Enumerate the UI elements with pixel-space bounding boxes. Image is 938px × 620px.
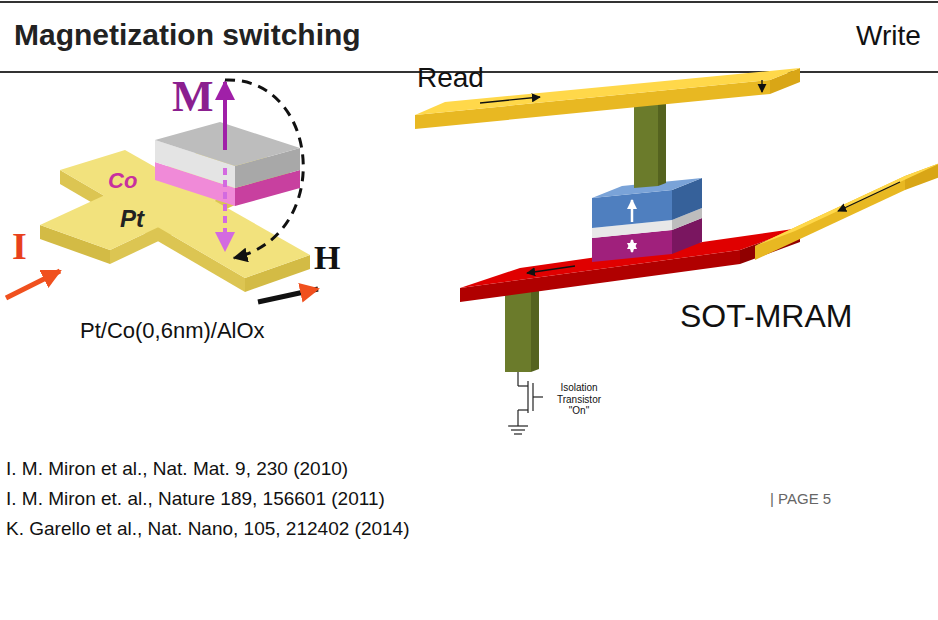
alox-layer-top [155, 122, 300, 166]
layer-label: Pt [120, 205, 144, 233]
wire [517, 410, 518, 426]
switching-arc [225, 80, 303, 258]
field-arrow [258, 289, 318, 302]
m-down-arrow [223, 168, 227, 250]
reference: I. M. Miron et. al., Nature 189, 156601 … [6, 488, 385, 510]
stack-caption: Pt/Co(0,6nm)/AlOx [80, 318, 265, 343]
transistor-label: Isolation Transistor "On" [550, 382, 608, 417]
reference: K. Garello et al., Nat. Nano, 105, 21240… [6, 518, 409, 540]
m-up-arrow [223, 82, 227, 150]
wire [517, 372, 518, 386]
fixed-moment-arrow [631, 200, 634, 222]
current-symbol: I [12, 225, 27, 269]
ground-line [511, 429, 525, 430]
current-arrow [761, 80, 762, 92]
channel-line [527, 381, 528, 413]
current-arrow [527, 266, 575, 273]
sot-track-top [460, 228, 800, 288]
write-line-top [755, 161, 938, 246]
device-label: SOT-MRAM [680, 298, 852, 335]
reference: I. M. Miron et al., Nat. Mat. 9, 230 (20… [6, 458, 348, 480]
ground-line [514, 433, 522, 434]
wire [518, 409, 528, 410]
field-symbol: H [314, 238, 340, 277]
page-number: | PAGE 5 [770, 490, 831, 507]
wire [518, 385, 528, 386]
current-arrow [838, 182, 900, 211]
top-rule [0, 1, 938, 3]
transistor-symbol [508, 372, 543, 434]
magnetization-symbol: M [172, 72, 214, 123]
current-arrow [480, 97, 540, 103]
via-pillar [658, 97, 666, 186]
ground-line [508, 425, 528, 426]
via-pillar [634, 100, 658, 188]
layer-label: Co [108, 168, 137, 193]
line-label: Read [417, 62, 484, 94]
gate-wire [533, 396, 543, 397]
free-moment-arrow [631, 240, 634, 252]
current-arrow [6, 271, 60, 298]
slide-title: Magnetization switching [14, 18, 361, 52]
line-label: Write [856, 20, 921, 52]
